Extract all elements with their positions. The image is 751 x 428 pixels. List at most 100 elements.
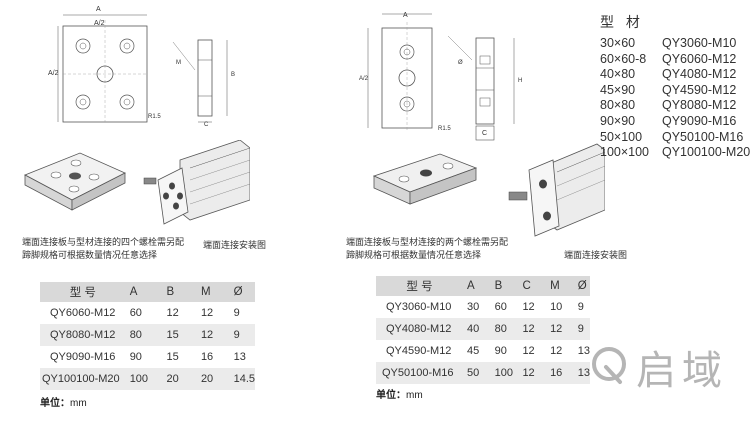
unit-label: 单位： xyxy=(376,390,406,401)
cell-m: 16 xyxy=(546,362,574,384)
cell-m: 12 xyxy=(196,324,230,346)
rect-dim-label-a: A xyxy=(403,12,408,19)
cell-b: 20 xyxy=(162,368,197,390)
unit-value: mm xyxy=(70,398,87,409)
square-plate-drawing xyxy=(55,10,155,128)
cell-model: QY50100-M16 xyxy=(376,362,463,384)
material-size: 50×100 xyxy=(600,129,643,144)
material-model: QY4080-M12 xyxy=(662,67,737,82)
rect-plate-side-view xyxy=(440,30,530,142)
table-row: QY4590-M12 45 90 12 12 13 xyxy=(376,340,590,362)
cell-model: QY4590-M12 xyxy=(376,340,463,362)
table-header-row: 型 号 A B M Ø xyxy=(40,282,255,302)
cell-model: QY8080-M12 xyxy=(40,324,126,346)
cell-model: QY9090-M16 xyxy=(40,346,126,368)
material-model: QY3060-M10 xyxy=(662,36,737,50)
square-plate-install-view xyxy=(140,140,250,230)
cell-model: QY100100-M20 xyxy=(40,368,126,390)
col-header-a: A xyxy=(125,282,163,302)
cell-phi: 13 xyxy=(573,340,590,362)
cell-m: 12 xyxy=(196,302,230,324)
rect-dim-label-phi: Ø xyxy=(458,60,463,66)
material-model: QY8080-M12 xyxy=(662,98,737,113)
col-header-model: 型 号 xyxy=(376,276,463,296)
cell-phi: 9 xyxy=(573,318,590,340)
rect-plate-3d-view xyxy=(370,148,480,218)
left-caption-line-1: 端面连接板与型材连接的四个螺栓需另配 xyxy=(22,237,185,247)
cell-b: 15 xyxy=(162,346,197,368)
material-list-title: 型 材 xyxy=(600,14,644,30)
material-model: QY50100-M16 xyxy=(662,129,744,144)
col-header-a: A xyxy=(463,276,491,296)
cell-a: 50 xyxy=(463,362,491,384)
material-size: 100×100 xyxy=(600,145,650,160)
left-install-caption: 端面连接安装图 xyxy=(203,240,267,250)
cell-a: 45 xyxy=(463,340,491,362)
list-item: 100×100 QY100100-M20 xyxy=(600,145,750,161)
cell-b: 15 xyxy=(162,324,197,346)
cell-a: 30 xyxy=(463,296,491,318)
material-model: QY9090-M16 xyxy=(662,113,737,128)
cell-a: 90 xyxy=(125,346,163,368)
cell-phi: 13 xyxy=(229,346,255,368)
watermark-logo: 启域 xyxy=(590,338,728,396)
left-unit-label: 单位：mm xyxy=(40,394,87,409)
right-install-caption: 端面连接安装图 xyxy=(564,250,628,260)
left-spec-table: 型 号 A B M Ø QY6060-M12 60 12 12 9 QY8080… xyxy=(40,282,255,390)
list-item: 30×60 QY3060-M10 xyxy=(600,36,750,52)
cell-c: 12 xyxy=(518,318,547,340)
rect-dim-label-r: R1.5 xyxy=(438,126,451,132)
cell-phi: 9 xyxy=(229,324,255,346)
cell-m: 10 xyxy=(546,296,574,318)
unit-value: mm xyxy=(406,390,423,401)
cell-phi: 9 xyxy=(573,296,590,318)
material-size: 45×90 xyxy=(600,82,636,97)
right-caption-line-1: 端面连接板与型材连接的两个螺栓需另配 xyxy=(346,237,509,247)
table-row: QY4080-M12 40 80 12 12 9 xyxy=(376,318,590,340)
cell-a: 40 xyxy=(463,318,491,340)
cell-m: 12 xyxy=(546,340,574,362)
rect-dim-label-h: H xyxy=(518,78,523,84)
dim-label-c: C xyxy=(204,122,209,128)
col-header-m: M xyxy=(196,282,230,302)
cell-phi: 9 xyxy=(229,302,255,324)
cell-c: 12 xyxy=(518,340,547,362)
cell-model: QY3060-M10 xyxy=(376,296,463,318)
unit-label: 单位： xyxy=(40,398,70,409)
rect-dim-label-a-half: A/2 xyxy=(359,76,369,82)
col-header-c: C xyxy=(518,276,547,296)
material-model: QY100100-M20 xyxy=(662,145,751,160)
square-plate-side-view xyxy=(165,30,245,130)
left-caption: 端面连接板与型材连接的四个螺栓需另配 蹄脚规格可根据数量情况任意选择 xyxy=(22,236,184,262)
col-header-m: M xyxy=(546,276,574,296)
table-header-row: 型 号 A B C M Ø xyxy=(376,276,590,296)
material-size: 40×80 xyxy=(600,67,636,82)
logo-text: 启域 xyxy=(636,348,728,394)
cell-m: 16 xyxy=(196,346,230,368)
left-caption-line-2: 蹄脚规格可根据数量情况任意选择 xyxy=(22,250,158,260)
right-caption: 端面连接板与型材连接的两个螺栓需另配 蹄脚规格可根据数量情况任意选择 xyxy=(346,236,508,262)
cell-m: 20 xyxy=(196,368,230,390)
dim-label-a-half-side: A/2 xyxy=(48,70,59,77)
dim-label-a-half-top: A/2 xyxy=(94,20,105,27)
col-header-model: 型 号 xyxy=(40,282,126,302)
cell-b: 12 xyxy=(162,302,197,324)
table-row: QY3060-M10 30 60 12 10 9 xyxy=(376,296,590,318)
cell-c: 12 xyxy=(518,362,547,384)
cell-m: 12 xyxy=(546,318,574,340)
table-row: QY8080-M12 80 15 12 9 xyxy=(40,324,255,346)
rect-plate-drawing xyxy=(360,8,460,136)
col-header-phi: Ø xyxy=(573,276,590,296)
material-model: QY6060-M12 xyxy=(662,51,737,66)
material-size: 30×60 xyxy=(600,36,636,50)
dim-label-b: B xyxy=(231,72,236,78)
dim-label-r: R1.5 xyxy=(148,114,161,120)
right-caption-line-2: 蹄脚规格可根据数量情况任意选择 xyxy=(346,250,482,260)
cell-c: 12 xyxy=(518,296,547,318)
cell-a: 60 xyxy=(125,302,163,324)
